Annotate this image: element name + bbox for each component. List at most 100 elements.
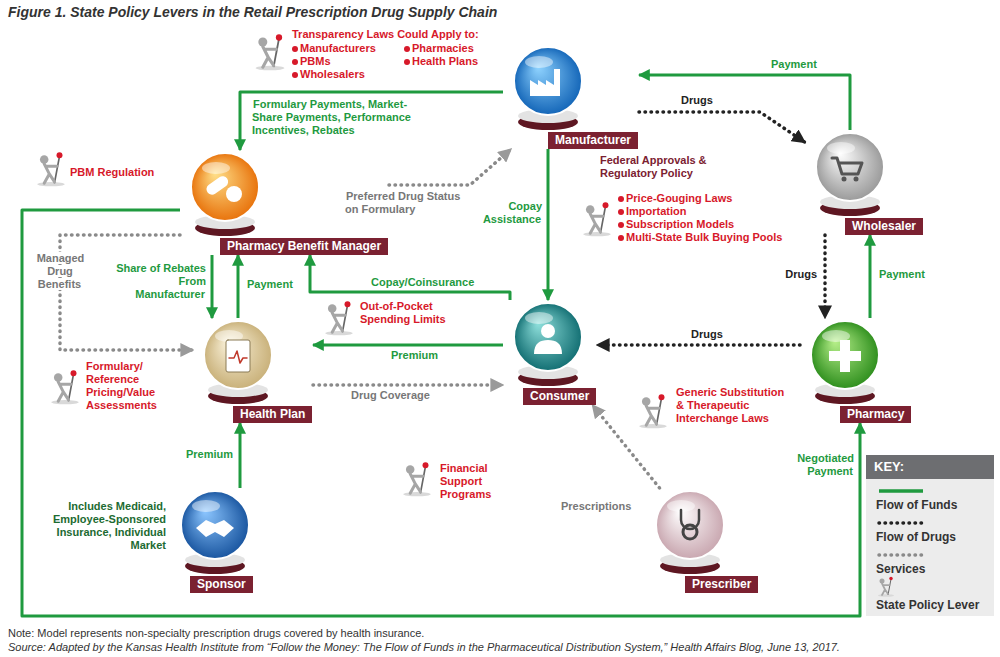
sphere <box>181 491 249 559</box>
edge-label-patch: Formulary Payments, Market-Share Payment… <box>252 98 411 136</box>
edge-label: Drugs <box>768 268 818 281</box>
edge-label: Premium <box>168 448 234 461</box>
legend-line <box>879 489 923 493</box>
legend-sample <box>876 519 926 527</box>
node-name-tab: Wholesaler <box>845 218 923 235</box>
edge-label: Payment <box>246 278 302 291</box>
node-sphere <box>170 488 260 576</box>
bullet-item: Wholesalers <box>300 68 405 81</box>
supply-chain-node: Sponsor <box>170 488 260 593</box>
policy-lever-icon <box>256 34 285 70</box>
figure-title: Figure 1. State Policy Levers in the Ret… <box>8 4 497 21</box>
funds-flow-arrow <box>547 149 550 300</box>
annotation: PBM Regulation <box>70 166 170 179</box>
bullet-item: Health Plans <box>412 55 500 68</box>
funds-flow-arrow <box>310 255 510 300</box>
edge-label: Preferred Drug Status on Formulary <box>345 190 470 216</box>
bullet-item: Pharmacies <box>412 42 500 55</box>
node-sphere <box>503 300 593 388</box>
node-name-tab: Prescriber <box>685 576 758 593</box>
funds-flow-arrow <box>869 235 872 318</box>
policy-lever-icon <box>51 370 78 404</box>
funds-flow-arrow <box>22 210 860 616</box>
bullet-dot <box>404 59 410 65</box>
node-sphere <box>180 150 270 238</box>
service-arrow <box>313 383 503 387</box>
node-icon <box>226 186 242 202</box>
legend-text: State Policy Lever <box>876 598 979 612</box>
sphere-highlight <box>525 56 553 68</box>
edge-label: Copay Assistance <box>466 200 542 226</box>
legend-entry: State Policy Lever <box>876 583 988 613</box>
edge-label-patch: Share of Rebates From Manufacturer <box>115 262 206 300</box>
edge-label-patch: Preferred Drug Status on Formulary <box>345 190 460 215</box>
supply-chain-node: Prescriber <box>645 488 759 593</box>
legend-box: KEY:Flow of FundsFlow of DrugsServicesSt… <box>866 455 994 616</box>
edge-label-patch: Drugs <box>690 328 724 340</box>
bullet-dot <box>618 196 624 202</box>
annotation: Transparency Laws Could Apply to: <box>292 28 512 41</box>
bullet-item: PBMs <box>300 55 405 68</box>
sphere-highlight <box>827 142 855 154</box>
node-name-tab: Manufacturer <box>548 132 638 149</box>
funds-flow-arrow <box>240 92 503 150</box>
annotation: Generic Substitution & Therapeutic Inter… <box>676 386 792 425</box>
drug-flow-arrow <box>823 235 827 318</box>
legend-sample <box>876 551 926 559</box>
sphere <box>811 321 879 389</box>
edge-label-patch: Managed Drug Benefits <box>36 252 85 290</box>
node-sphere <box>503 44 593 132</box>
legend-heading: KEY: <box>866 455 994 479</box>
sphere <box>191 153 259 221</box>
legend-line <box>879 521 923 525</box>
supply-chain-node: Pharmacy <box>800 318 912 423</box>
edge-label-patch: Payment <box>878 268 926 280</box>
bullet-item: Multi-State Bulk Buying Pools <box>626 231 802 244</box>
edge-label-patch: Prescriptions <box>560 500 632 512</box>
edge-label: Managed Drug Benefits <box>32 252 88 291</box>
annotation: Includes Medicaid, Employee-Sponsored In… <box>30 500 166 552</box>
supply-chain-node: Consumer <box>503 300 597 405</box>
service-arrow <box>389 149 511 185</box>
edge-label: Negotiated Payment <box>768 452 854 478</box>
node-icon <box>541 324 555 338</box>
legend-text: Flow of Drugs <box>876 530 956 544</box>
edge-label-patch: Payment <box>246 278 294 290</box>
policy-lever-icon <box>583 202 610 236</box>
sphere-highlight <box>192 500 220 512</box>
node-icon <box>530 69 560 96</box>
bullet-dot <box>292 59 298 65</box>
node-sphere <box>193 318 283 406</box>
legend-text: Services <box>876 562 925 576</box>
annotation: Out-of-Pocket Spending Limits <box>360 300 470 326</box>
legend-sample <box>876 487 926 495</box>
sphere <box>204 321 272 389</box>
node-icon <box>681 510 699 529</box>
bullet-item: Importation <box>626 205 802 218</box>
source-note: Source: Adapted by the Kansas Health Ins… <box>8 641 993 654</box>
funds-flow-arrow <box>639 75 850 130</box>
bullet-dot <box>404 46 410 52</box>
node-sphere <box>805 130 895 218</box>
figure-note: Note: Model represents non-specialty pre… <box>8 627 424 640</box>
legend-line <box>879 553 923 557</box>
legend-sample <box>876 575 926 597</box>
drug-flow-arrow <box>597 343 800 347</box>
policy-lever-icon <box>403 462 430 496</box>
annotation: Formulary/ Reference Pricing/Value Asses… <box>86 360 190 412</box>
annotation: Financial Support Programs <box>440 462 524 501</box>
node-name-tab: Sponsor <box>190 576 253 593</box>
edge-label: Drug Coverage <box>350 389 450 402</box>
funds-flow-arrow <box>211 255 214 318</box>
node-icon <box>534 340 562 354</box>
supply-chain-node: Wholesaler <box>805 130 924 235</box>
edge-label-patch: Drugs <box>680 94 714 106</box>
bullet-item: Price-Gouging Laws <box>626 192 802 205</box>
service-arrow <box>592 405 659 488</box>
node-icon <box>854 177 859 182</box>
node-name-tab: Health Plan <box>233 406 312 423</box>
edge-label-patch: Copay Assistance <box>483 200 542 225</box>
sphere <box>816 133 884 201</box>
node-icon <box>196 520 234 537</box>
node-name-tab: Pharmacy Benefit Manager <box>220 238 388 255</box>
